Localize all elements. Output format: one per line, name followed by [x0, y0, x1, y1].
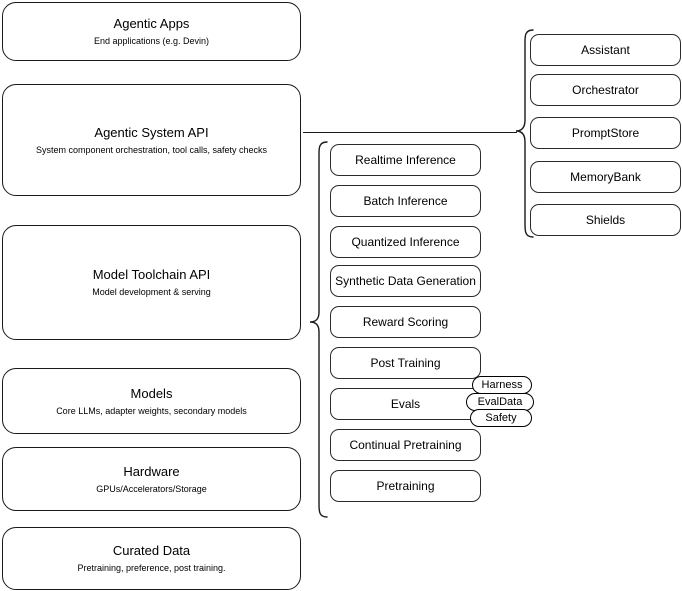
system-component-promptstore[interactable]: PromptStore — [530, 117, 681, 149]
stack-layer-title: Model Toolchain API — [92, 267, 211, 282]
evals-tag-label: Safety — [485, 412, 517, 424]
system-component-label: Assistant — [581, 43, 630, 57]
capability-label: Quantized Inference — [351, 235, 460, 249]
stack-layer-title: Curated Data — [112, 543, 191, 558]
stack-layer-agentic-system-api[interactable]: Agentic System API System component orch… — [2, 84, 301, 196]
capability-label: Realtime Inference — [355, 153, 456, 167]
stack-layer-curated-data[interactable]: Curated Data Pretraining, preference, po… — [2, 527, 301, 590]
capability-reward-scoring[interactable]: Reward Scoring — [330, 306, 481, 338]
system-component-shields[interactable]: Shields — [530, 204, 681, 236]
connector-system-api-to-components — [303, 132, 517, 133]
stack-layer-title: Agentic System API — [94, 124, 209, 140]
capability-label: Synthetic Data Generation — [335, 274, 476, 288]
capability-evals[interactable]: Evals — [330, 388, 481, 420]
stack-layer-subtitle: End applications (e.g. Devin) — [93, 36, 210, 46]
evals-tag-harness[interactable]: Harness — [472, 376, 532, 394]
stack-layer-model-toolchain-api[interactable]: Model Toolchain API Model development & … — [2, 225, 301, 340]
stack-layer-subtitle: Pretraining, preference, post training. — [77, 563, 226, 573]
stack-layer-agentic-apps[interactable]: Agentic Apps End applications (e.g. Devi… — [2, 2, 301, 61]
capability-label: Continual Pretraining — [349, 438, 462, 452]
capability-continual-pretraining[interactable]: Continual Pretraining — [330, 429, 481, 461]
stack-layer-subtitle: GPUs/Accelerators/Storage — [96, 483, 207, 494]
capability-label: Pretraining — [376, 479, 435, 493]
stack-layer-subtitle: Core LLMs, adapter weights, secondary mo… — [56, 405, 247, 416]
capability-realtime-inference[interactable]: Realtime Inference — [330, 144, 481, 176]
system-component-orchestrator[interactable]: Orchestrator — [530, 74, 681, 106]
stack-layer-hardware[interactable]: Hardware GPUs/Accelerators/Storage — [2, 447, 301, 511]
evals-tag-label: Harness — [481, 379, 523, 391]
stack-layer-models[interactable]: Models Core LLMs, adapter weights, secon… — [2, 368, 301, 434]
brace-system-components — [512, 28, 534, 240]
capability-label: Post Training — [370, 356, 441, 370]
capability-batch-inference[interactable]: Batch Inference — [330, 185, 481, 217]
capability-label: Reward Scoring — [362, 315, 449, 329]
stack-layer-title: Agentic Apps — [113, 16, 190, 31]
brace-toolchain-capabilities — [306, 140, 328, 520]
stack-layer-title: Hardware — [123, 463, 180, 479]
capability-pretraining[interactable]: Pretraining — [330, 470, 481, 502]
capability-quantized-inference[interactable]: Quantized Inference — [330, 226, 481, 258]
system-component-label: PromptStore — [571, 126, 640, 140]
capability-post-training[interactable]: Post Training — [330, 347, 481, 379]
evals-tag-safety[interactable]: Safety — [470, 409, 532, 427]
system-component-assistant[interactable]: Assistant — [530, 34, 681, 66]
stack-layer-title: Models — [130, 385, 173, 401]
capability-label: Batch Inference — [363, 194, 448, 208]
stack-layer-subtitle: Model development & serving — [92, 287, 211, 297]
system-component-label: Shields — [585, 213, 626, 227]
evals-tag-label: EvalData — [477, 396, 523, 408]
capability-label: Evals — [390, 397, 421, 411]
system-component-label: MemoryBank — [570, 170, 641, 184]
system-component-label: Orchestrator — [572, 83, 639, 97]
stack-layer-subtitle: System component orchestration, tool cal… — [35, 144, 268, 155]
system-component-memorybank[interactable]: MemoryBank — [530, 161, 681, 193]
capability-synthetic-data-generation[interactable]: Synthetic Data Generation — [330, 265, 481, 297]
